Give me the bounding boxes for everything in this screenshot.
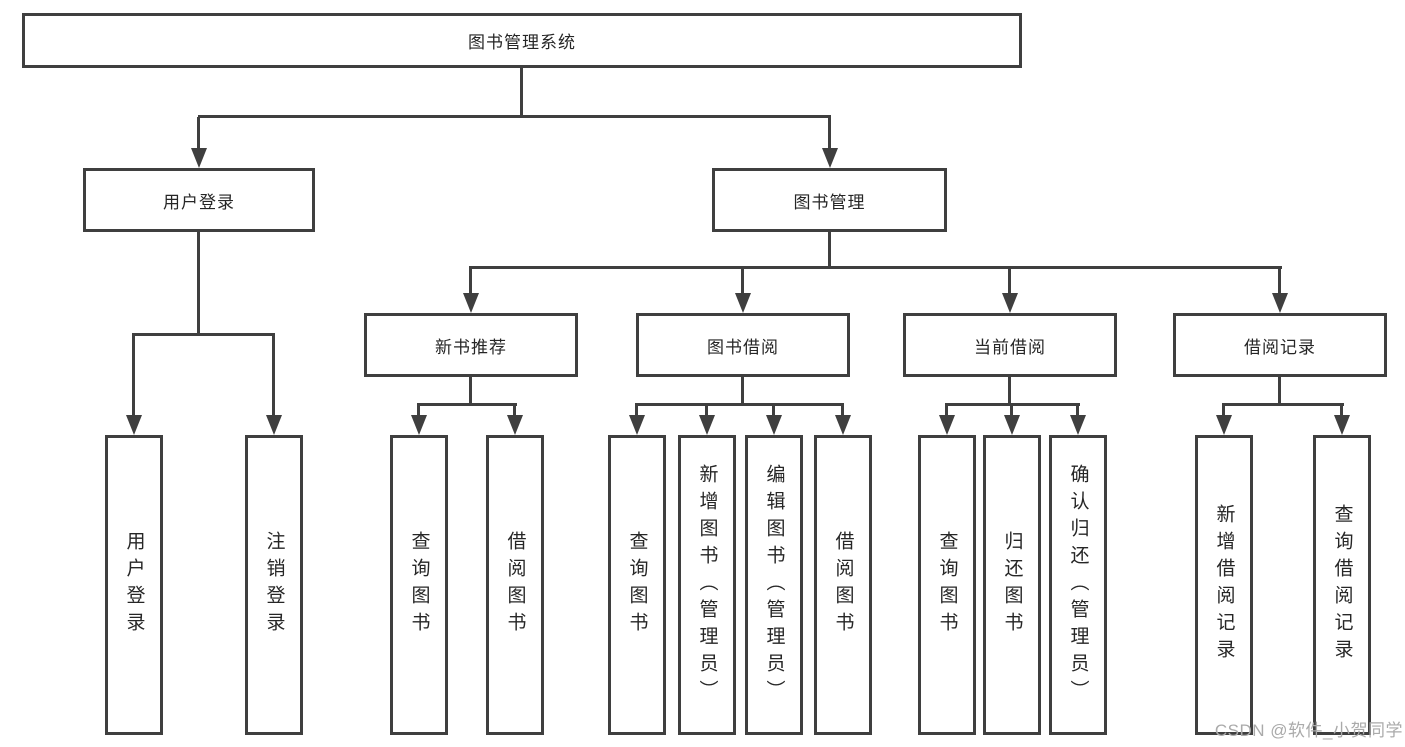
connector-line bbox=[1076, 405, 1079, 415]
arrow-down-icon bbox=[507, 415, 523, 435]
node-borrow-records: 借阅记录 bbox=[1173, 313, 1387, 377]
connector-line bbox=[772, 405, 775, 415]
arrow-down-icon bbox=[463, 293, 479, 313]
node-user-login-label: 用户登录 bbox=[123, 531, 145, 639]
node-records-add-record-label: 新增借阅记录 bbox=[1213, 504, 1235, 666]
arrow-down-icon bbox=[939, 415, 955, 435]
node-borrow-borrow-books-label: 借阅图书 bbox=[832, 531, 854, 639]
node-newbook-query-books: 查询图书 bbox=[390, 435, 448, 735]
connector-line bbox=[1008, 268, 1011, 293]
node-root-label: 图书管理系统 bbox=[468, 33, 576, 52]
arrow-down-icon bbox=[1002, 293, 1018, 313]
connector-line bbox=[132, 333, 275, 336]
node-root: 图书管理系统 bbox=[22, 13, 1022, 68]
arrow-down-icon bbox=[1216, 415, 1232, 435]
csdn-watermark: CSDN @软件_小贺同学 bbox=[1214, 721, 1403, 740]
node-records-query-record: 查询借阅记录 bbox=[1313, 435, 1371, 735]
arrow-down-icon bbox=[191, 148, 207, 168]
node-current-borrow: 当前借阅 bbox=[903, 313, 1117, 377]
node-login-group: 用户登录 bbox=[83, 168, 315, 232]
node-newbook-borrow-books-label: 借阅图书 bbox=[504, 531, 526, 639]
arrow-down-icon bbox=[822, 148, 838, 168]
node-book-borrow-label: 图书借阅 bbox=[707, 337, 779, 357]
node-records-query-record-label: 查询借阅记录 bbox=[1331, 504, 1353, 666]
arrow-down-icon bbox=[1004, 415, 1020, 435]
connector-line bbox=[197, 232, 200, 336]
node-records-add-record: 新增借阅记录 bbox=[1195, 435, 1253, 735]
node-newbook-borrow-books: 借阅图书 bbox=[486, 435, 544, 735]
connector-line bbox=[1222, 403, 1344, 406]
node-current-return-books-label: 归还图书 bbox=[1001, 531, 1023, 639]
connector-line bbox=[1278, 377, 1281, 406]
arrow-down-icon bbox=[126, 415, 142, 435]
node-current-query-books: 查询图书 bbox=[918, 435, 976, 735]
node-logout-login-label: 注销登录 bbox=[263, 531, 285, 639]
node-current-return-books: 归还图书 bbox=[983, 435, 1041, 735]
arrow-down-icon bbox=[266, 415, 282, 435]
connector-line bbox=[828, 232, 831, 266]
node-book-borrow: 图书借阅 bbox=[636, 313, 850, 377]
node-borrow-query-books-label: 查询图书 bbox=[626, 531, 648, 639]
connector-line bbox=[635, 405, 638, 415]
arrow-down-icon bbox=[411, 415, 427, 435]
connector-line bbox=[513, 405, 516, 415]
node-book-management-label: 图书管理 bbox=[793, 192, 866, 212]
arrow-down-icon bbox=[735, 293, 751, 313]
arrow-down-icon bbox=[629, 415, 645, 435]
node-new-book-recommend-label: 新书推荐 bbox=[435, 337, 507, 357]
connector-line bbox=[417, 403, 517, 406]
node-current-confirm-return-admin-label: 确认归还（管理员） bbox=[1067, 463, 1089, 707]
arrow-down-icon bbox=[1334, 415, 1350, 435]
connector-line bbox=[1222, 405, 1225, 415]
connector-line bbox=[741, 268, 744, 293]
connector-line bbox=[741, 377, 744, 406]
node-new-book-recommend: 新书推荐 bbox=[364, 313, 578, 377]
node-login-group-label: 用户登录 bbox=[163, 192, 235, 212]
arrow-down-icon bbox=[835, 415, 851, 435]
connector-line bbox=[945, 403, 1080, 406]
node-borrow-edit-books-admin: 编辑图书（管理员） bbox=[745, 435, 803, 735]
connector-line bbox=[1008, 377, 1011, 406]
connector-line bbox=[841, 405, 844, 415]
connector-line bbox=[520, 68, 523, 118]
connector-line bbox=[197, 117, 200, 148]
node-borrow-add-books-admin: 新增图书（管理员） bbox=[678, 435, 736, 735]
arrow-down-icon bbox=[699, 415, 715, 435]
arrow-down-icon bbox=[1272, 293, 1288, 313]
connector-line bbox=[705, 405, 708, 415]
connector-line bbox=[469, 268, 472, 293]
node-user-login: 用户登录 bbox=[105, 435, 163, 735]
node-borrow-add-books-admin-label: 新增图书（管理员） bbox=[696, 463, 718, 707]
node-book-management: 图书管理 bbox=[712, 168, 947, 232]
node-current-borrow-label: 当前借阅 bbox=[974, 337, 1046, 357]
connector-line bbox=[272, 335, 275, 415]
node-logout-login: 注销登录 bbox=[245, 435, 303, 735]
connector-line bbox=[1340, 405, 1343, 415]
arrow-down-icon bbox=[766, 415, 782, 435]
node-newbook-query-books-label: 查询图书 bbox=[408, 531, 430, 639]
node-current-confirm-return-admin: 确认归还（管理员） bbox=[1049, 435, 1107, 735]
connector-line bbox=[469, 377, 472, 406]
connector-line bbox=[198, 115, 831, 118]
node-borrow-query-books: 查询图书 bbox=[608, 435, 666, 735]
connector-line bbox=[132, 335, 135, 415]
arrow-down-icon bbox=[1070, 415, 1086, 435]
connector-line bbox=[1010, 405, 1013, 415]
node-borrow-edit-books-admin-label: 编辑图书（管理员） bbox=[763, 463, 785, 707]
connector-line bbox=[635, 403, 844, 406]
connector-line bbox=[417, 405, 420, 415]
node-borrow-borrow-books: 借阅图书 bbox=[814, 435, 872, 735]
node-borrow-records-label: 借阅记录 bbox=[1244, 337, 1316, 357]
node-current-query-books-label: 查询图书 bbox=[936, 531, 958, 639]
connector-line bbox=[469, 266, 1282, 269]
connector-line bbox=[828, 117, 831, 148]
connector-line bbox=[945, 405, 948, 415]
connector-line bbox=[1278, 268, 1281, 293]
